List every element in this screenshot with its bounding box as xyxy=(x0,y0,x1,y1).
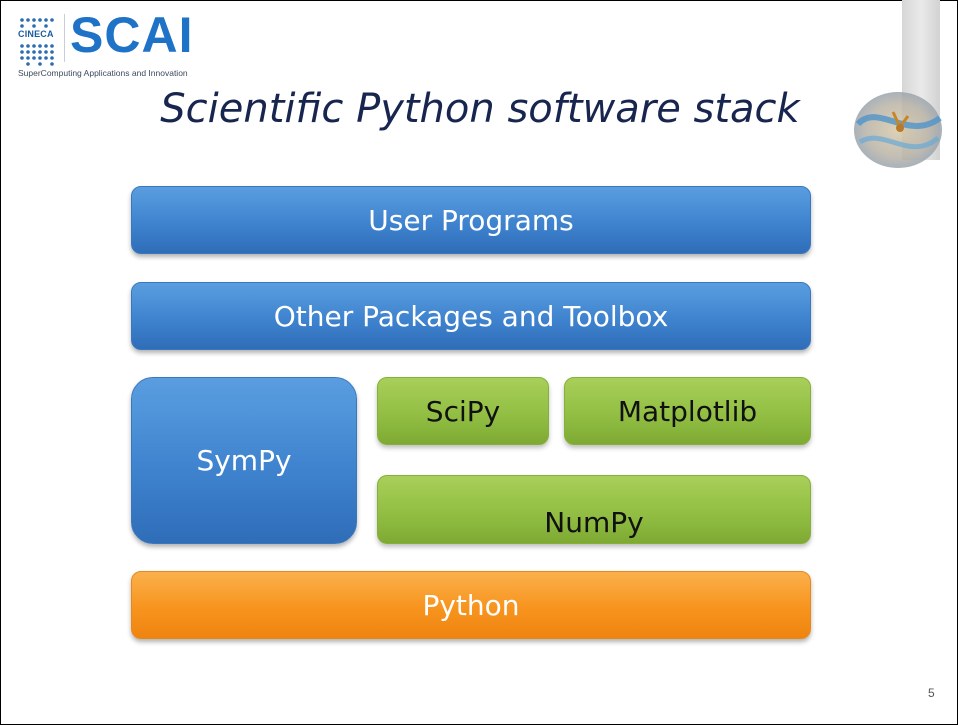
python-block: Python xyxy=(131,571,811,639)
scai-logo: CINECA SCAI SuperComputing Applications … xyxy=(14,6,234,80)
emblem-icon xyxy=(854,92,942,168)
logo-tagline: SuperComputing Applications and Innovati… xyxy=(18,68,188,78)
sympy-label: SymPy xyxy=(196,444,292,477)
other-packages-block: Other Packages and Toolbox xyxy=(131,282,811,350)
logo-divider xyxy=(64,14,65,62)
other-packages-label: Other Packages and Toolbox xyxy=(273,299,669,333)
numpy-block: NumPy xyxy=(377,475,811,544)
sympy-block: SymPy xyxy=(131,377,357,544)
user-programs-label: User Programs xyxy=(368,203,574,237)
logo-scai-text: SCAI xyxy=(70,7,194,63)
slide-title: Scientific Python software stack xyxy=(160,86,800,132)
logo-org-text: CINECA xyxy=(18,29,54,39)
page-number: 5 xyxy=(928,686,935,700)
user-programs-block: User Programs xyxy=(131,186,811,254)
python-label: Python xyxy=(422,588,520,622)
matplotlib-block: Matplotlib xyxy=(564,377,811,445)
numpy-label: NumPy xyxy=(544,506,644,539)
scipy-label: SciPy xyxy=(425,394,501,428)
scipy-block: SciPy xyxy=(377,377,549,445)
cineca-logo-icon xyxy=(20,18,54,66)
matplotlib-label: Matplotlib xyxy=(617,394,758,428)
